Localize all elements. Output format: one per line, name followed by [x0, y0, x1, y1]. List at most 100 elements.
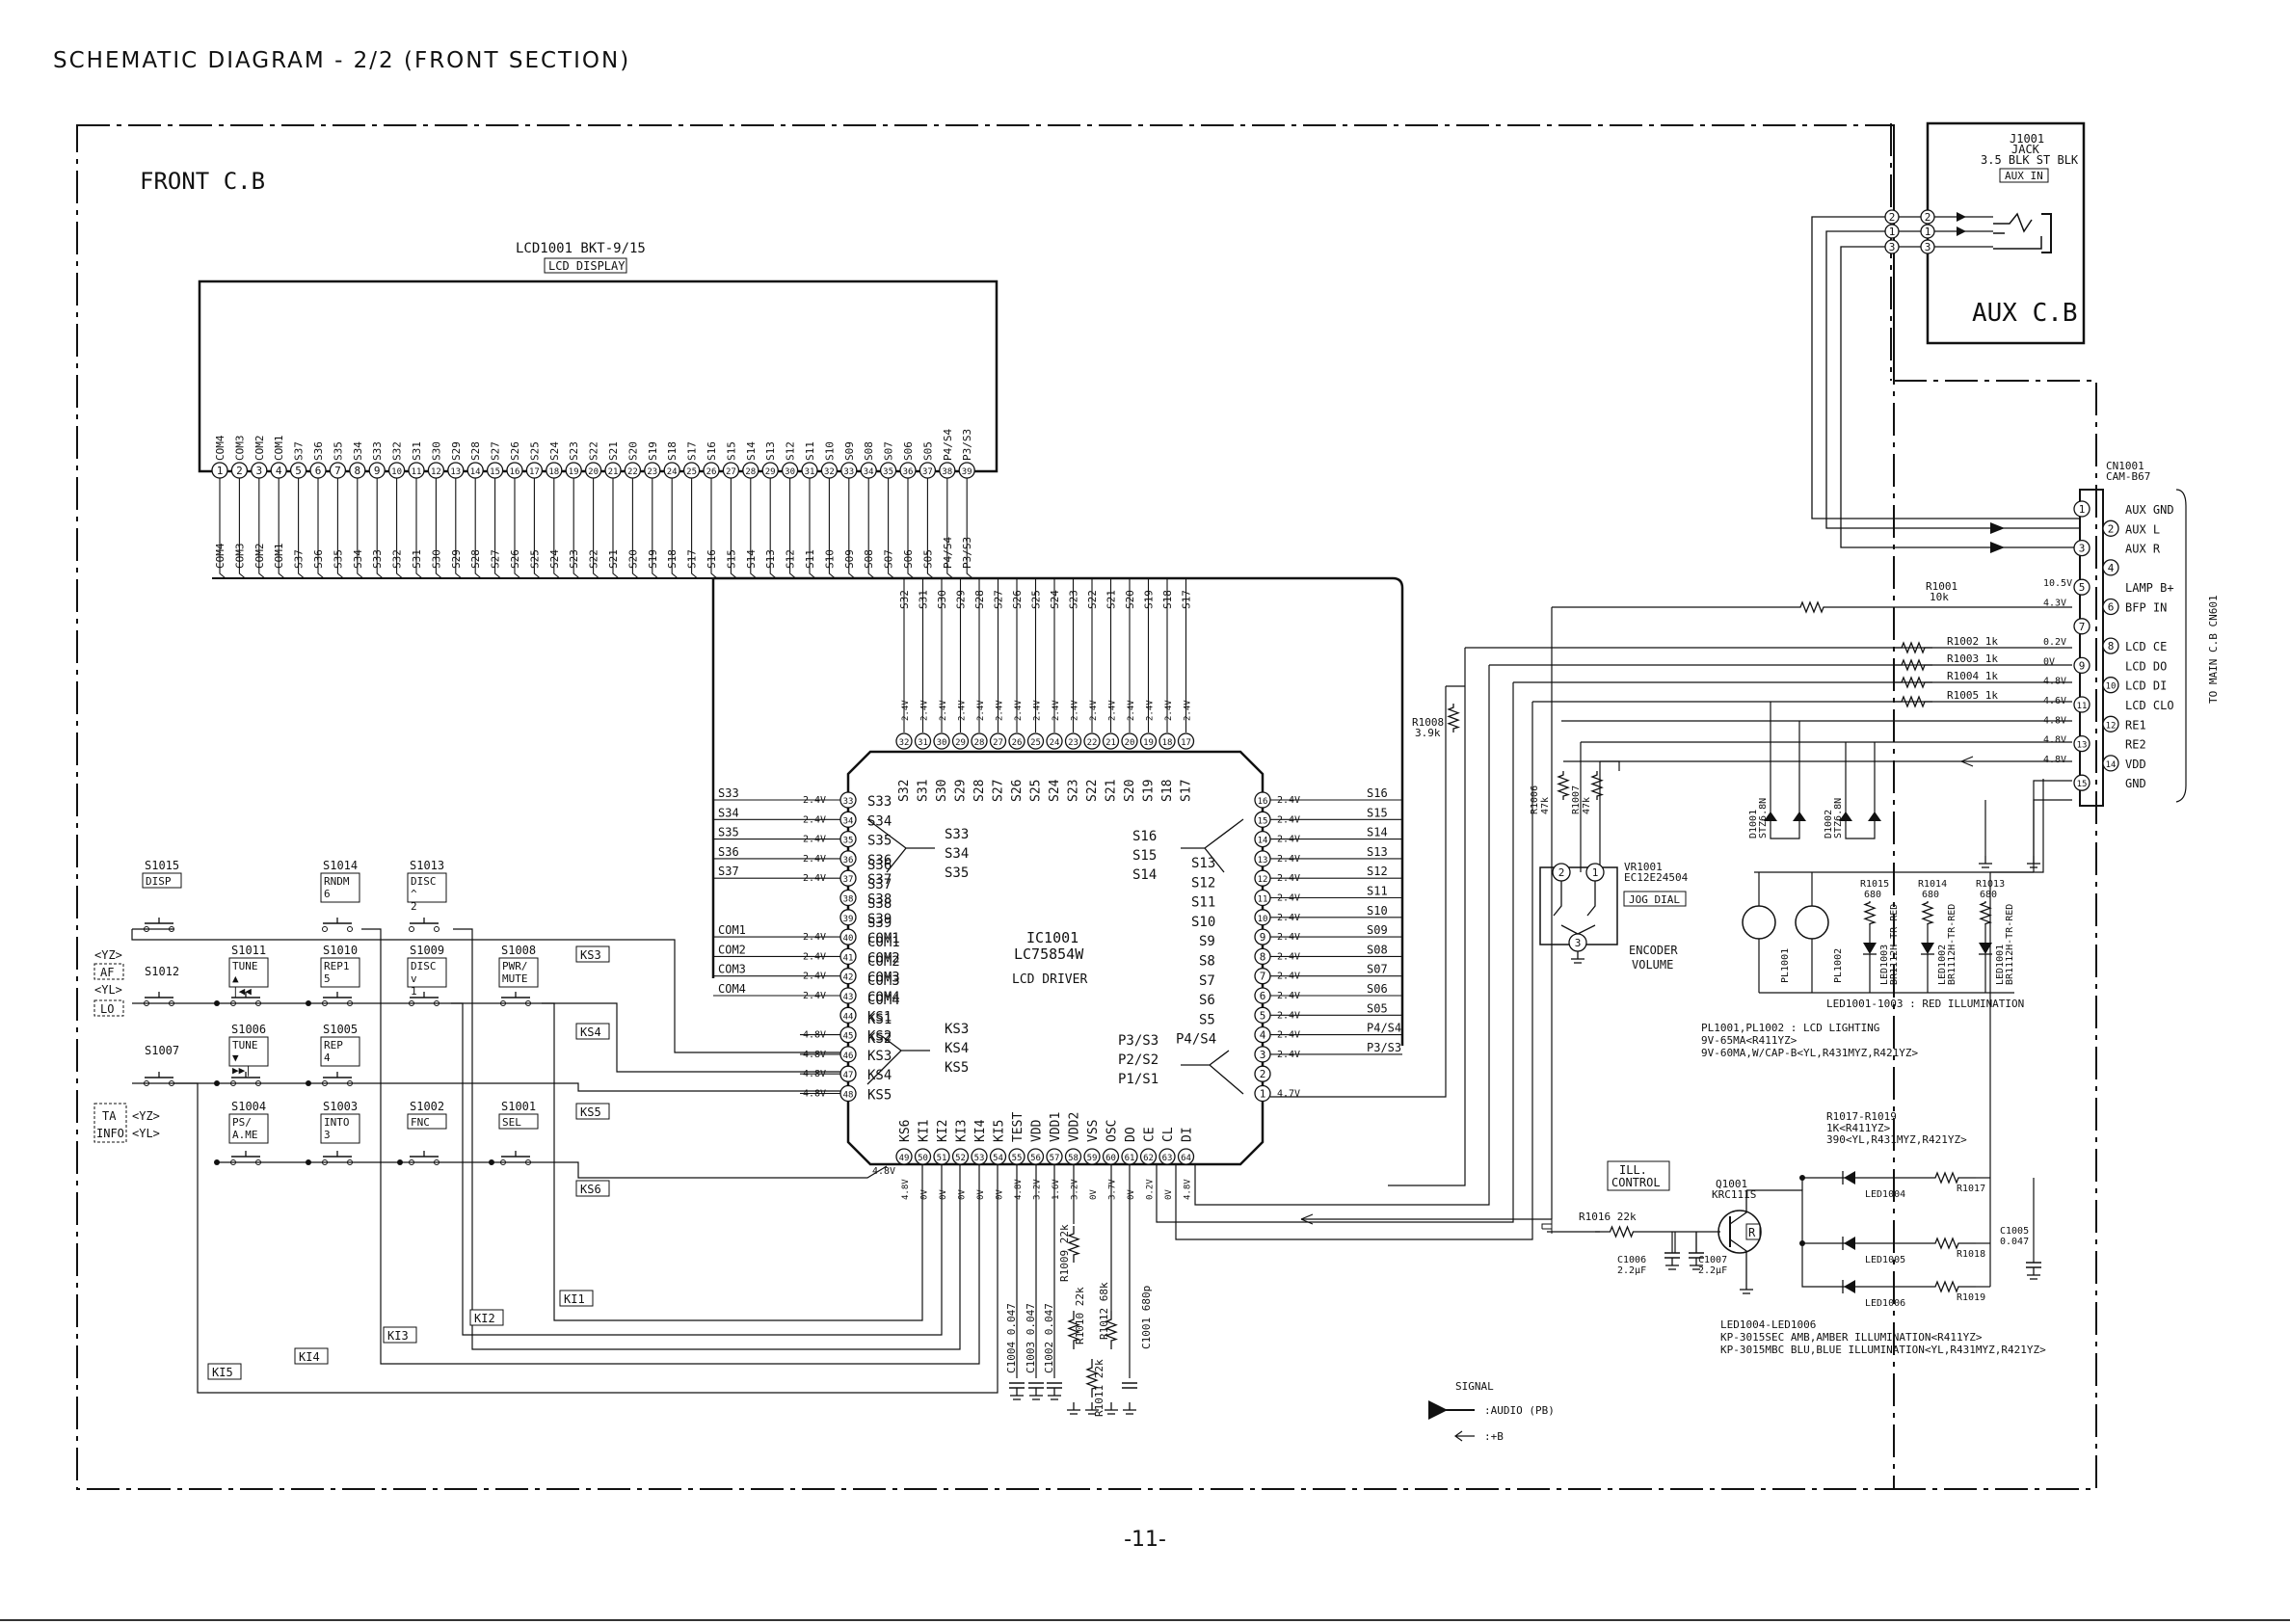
ic-inner-label: S10	[1191, 915, 1215, 930]
cn1001-pin-name: AUX GND	[2125, 503, 2174, 517]
lcd-bus-wire	[258, 478, 266, 579]
switch-ref: S1006	[231, 1023, 266, 1036]
lcd-pin-label: S27	[490, 441, 502, 461]
cn1001-pin-name: LCD DO	[2125, 659, 2167, 673]
pin-number: 1	[1260, 1088, 1266, 1101]
cn1001-pin-voltage: 4.3V	[2043, 599, 2066, 609]
ic-top-voltage: 2.4V	[1108, 700, 1118, 721]
pin-number: 50	[918, 1154, 928, 1163]
passive-label: R1012 68k	[1098, 1282, 1110, 1340]
pin-number: 12	[2106, 721, 2117, 731]
pin-number: 38	[843, 895, 854, 905]
ill-control-box	[1607, 1160, 1670, 1191]
ic-inner-label: S13	[1191, 856, 1215, 871]
bus-label-box	[575, 945, 610, 963]
zener-wire	[1845, 824, 1876, 839]
passive-label: C1001 680p	[1140, 1286, 1153, 1349]
pin-number: 4	[1260, 1029, 1266, 1042]
ic-right-bus-label: S11	[1367, 885, 1388, 898]
ic-inner-label: S8	[1199, 954, 1215, 970]
junction-dot	[1799, 1240, 1805, 1246]
lcd-bus-wire	[219, 478, 226, 579]
pin-number: 3	[255, 465, 262, 477]
cn1001-pin-voltage: 4.8V	[2043, 755, 2066, 765]
pin-number: 12	[431, 467, 441, 477]
bus-label-box	[575, 1103, 610, 1120]
switch-contact	[409, 926, 414, 932]
pin-number: 16	[510, 467, 520, 477]
b-plus-wire	[2033, 780, 2072, 872]
pin-number: 35	[843, 837, 854, 846]
lcd-pin-label: S22	[588, 441, 600, 461]
ic-inner-label: S33	[945, 827, 969, 842]
illumination-led-ref: LED1006	[1865, 1298, 1905, 1309]
cn1001-pin-voltage: 4.8V	[2043, 677, 2066, 687]
cn1001-pin-name: RE1	[2125, 718, 2146, 732]
lcd-bus-wire	[494, 478, 501, 579]
ic-bottom-voltage: 4.8V	[1014, 1179, 1024, 1200]
lamp	[1742, 905, 1776, 940]
ic-top-voltage: 2.4V	[1014, 700, 1024, 721]
lcd-pin-label: S29	[450, 441, 463, 461]
lcd-pin-label: S33	[371, 441, 384, 461]
pin-number: 51	[937, 1154, 947, 1163]
lcd-bus-wire	[789, 478, 796, 579]
q1001-r-mark: R	[1748, 1226, 1756, 1239]
ic-top-voltage: 2.4V	[920, 700, 930, 721]
pin-number: 10	[391, 467, 402, 477]
pin-number: 55	[1012, 1154, 1023, 1163]
ic-right-bus-label: S13	[1367, 845, 1388, 859]
ic-top-pin-name: S30	[935, 780, 949, 802]
pin-number: 3	[1575, 937, 1582, 949]
pin-number: 56	[1030, 1154, 1041, 1163]
ic-bottom-pin-name: KI3	[955, 1120, 970, 1142]
ic-bottom-pin-name: CL	[1161, 1127, 1176, 1142]
legend-audio: :AUDIO (PB)	[1484, 1404, 1555, 1417]
pin-circle	[1254, 1084, 1271, 1103]
r1006-value: 47k	[1540, 797, 1551, 814]
junction-dot	[306, 1159, 311, 1165]
pin-number: 13	[2077, 741, 2088, 751]
switch-ref: S1015	[145, 859, 179, 872]
ic-left-bus-label: S35	[718, 826, 739, 839]
junction-dot	[397, 1159, 403, 1165]
legend-title: SIGNAL	[1455, 1380, 1494, 1393]
lcd-pin-label: P4/S4	[942, 429, 954, 461]
ic-bottom-voltage: 0V	[939, 1189, 948, 1200]
switch-contact	[347, 926, 353, 932]
cn1001-pin-name: LCD DI	[2125, 679, 2167, 693]
junction-dot	[306, 1000, 311, 1006]
aux-gnd-wire	[1811, 216, 2080, 519]
pin-circle	[914, 732, 932, 750]
ic-inner-label: S6	[1199, 993, 1215, 1008]
pin-circle	[1158, 1148, 1176, 1165]
c1005-ref: C1005	[2000, 1226, 2029, 1237]
lcd-bus-wire	[298, 478, 305, 579]
r1017-r1019-note: R1017-R1019	[1826, 1110, 1897, 1123]
audio-arrow	[1990, 522, 2005, 534]
pin-number: 63	[1162, 1154, 1173, 1163]
pin-number: 64	[1181, 1154, 1191, 1163]
lcd-bus-wire	[435, 478, 442, 579]
pin-circle	[1102, 732, 1120, 750]
signal-resistor-label: R1002 1k	[1947, 635, 1998, 648]
ic-bottom-voltage: 0V	[976, 1189, 986, 1200]
ic-bottom-pin-name: DO	[1124, 1127, 1138, 1142]
lcd-pin-label: S28	[469, 441, 482, 461]
r1009-resistor	[1067, 1226, 1081, 1263]
label-af: AF	[100, 966, 114, 979]
lcd-pin-label: S06	[902, 441, 915, 461]
ic-bottom-pin-name: KI1	[918, 1120, 932, 1142]
lcd-pin-label: S12	[785, 441, 797, 461]
lcd-pin-label: S17	[686, 441, 699, 461]
passive-label: C1003 0.047	[1025, 1303, 1037, 1373]
pin-number: 20	[1125, 738, 1135, 748]
ic-bottom-voltage: 3.2V	[1033, 1179, 1043, 1200]
lcd-pin-label: S09	[843, 441, 856, 461]
ic-bottom-voltage: 0V	[1089, 1189, 1099, 1200]
ic-top-pin-name: S22	[1085, 780, 1100, 802]
lcd-lighting-note: 9V-60MA,W/CAP-B<YL,R431MYZ,R421YZ>	[1701, 1047, 1919, 1059]
zener-diode	[1764, 812, 1777, 821]
ic-top-pin-name: S20	[1123, 780, 1137, 802]
